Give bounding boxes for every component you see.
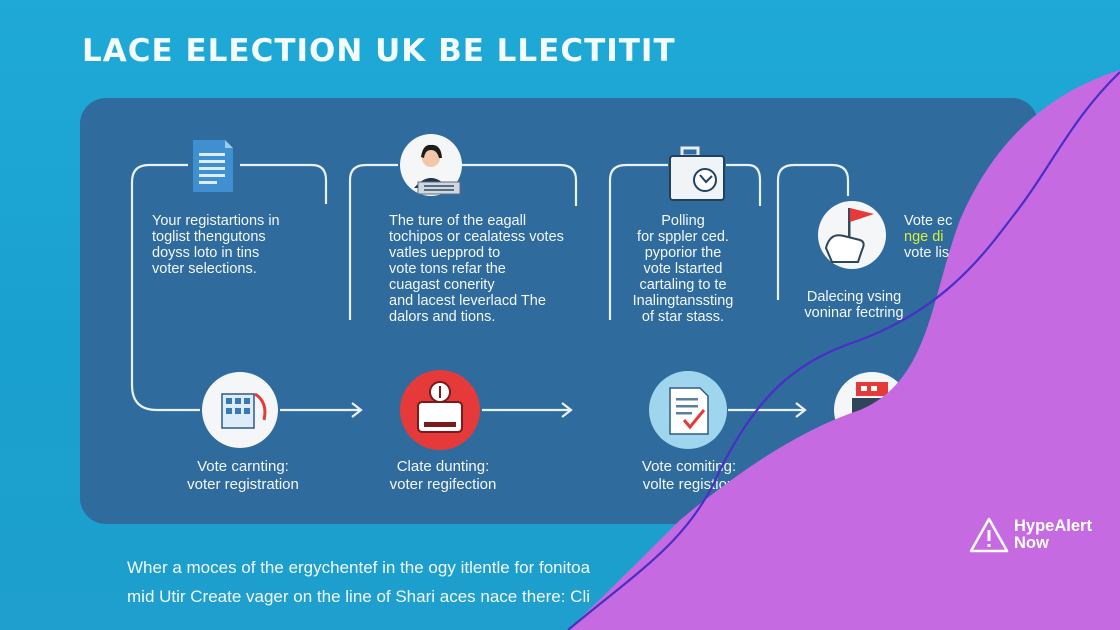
bottom-step-1-text: Vote carnting: voter registration	[187, 458, 299, 493]
bottom-step-3-text: Vote comiting: volte registion	[641, 458, 737, 493]
footer-text: Wher a moces of the ergychentef in the o…	[127, 558, 591, 606]
building-icon	[202, 372, 278, 448]
person-at-desk-icon	[400, 134, 462, 196]
bottom-connector	[130, 384, 807, 418]
ballot-box-icon	[669, 146, 725, 201]
step-3-text: Polling for sppler ced. pyporior the vot…	[632, 213, 734, 325]
brand-name: HypeAlert Now	[1014, 517, 1092, 552]
warning-triangle-icon	[969, 517, 1009, 553]
step-2-text: The ture of the eagall tochipos or ceala…	[389, 213, 564, 325]
step-1-text: Your registartions in toglist thengutons…	[152, 213, 280, 277]
checklist-icon	[649, 371, 727, 449]
brand-logo: HypeAlert Now	[968, 516, 1092, 554]
page-title: LACE ELECTION UK BE LLECTITIT	[82, 33, 676, 69]
step-4-text: Dalecing vsing voninar fectring	[804, 289, 904, 321]
flag-hand-icon	[818, 201, 886, 269]
bottom-step-2-text: Clate dunting: voter regifection	[389, 458, 497, 493]
document-icon	[193, 140, 233, 192]
step-4-side-text: Vote ec nge di vote lis	[904, 213, 953, 261]
top-connectors	[130, 163, 850, 385]
ballot-machine-icon	[400, 370, 480, 450]
